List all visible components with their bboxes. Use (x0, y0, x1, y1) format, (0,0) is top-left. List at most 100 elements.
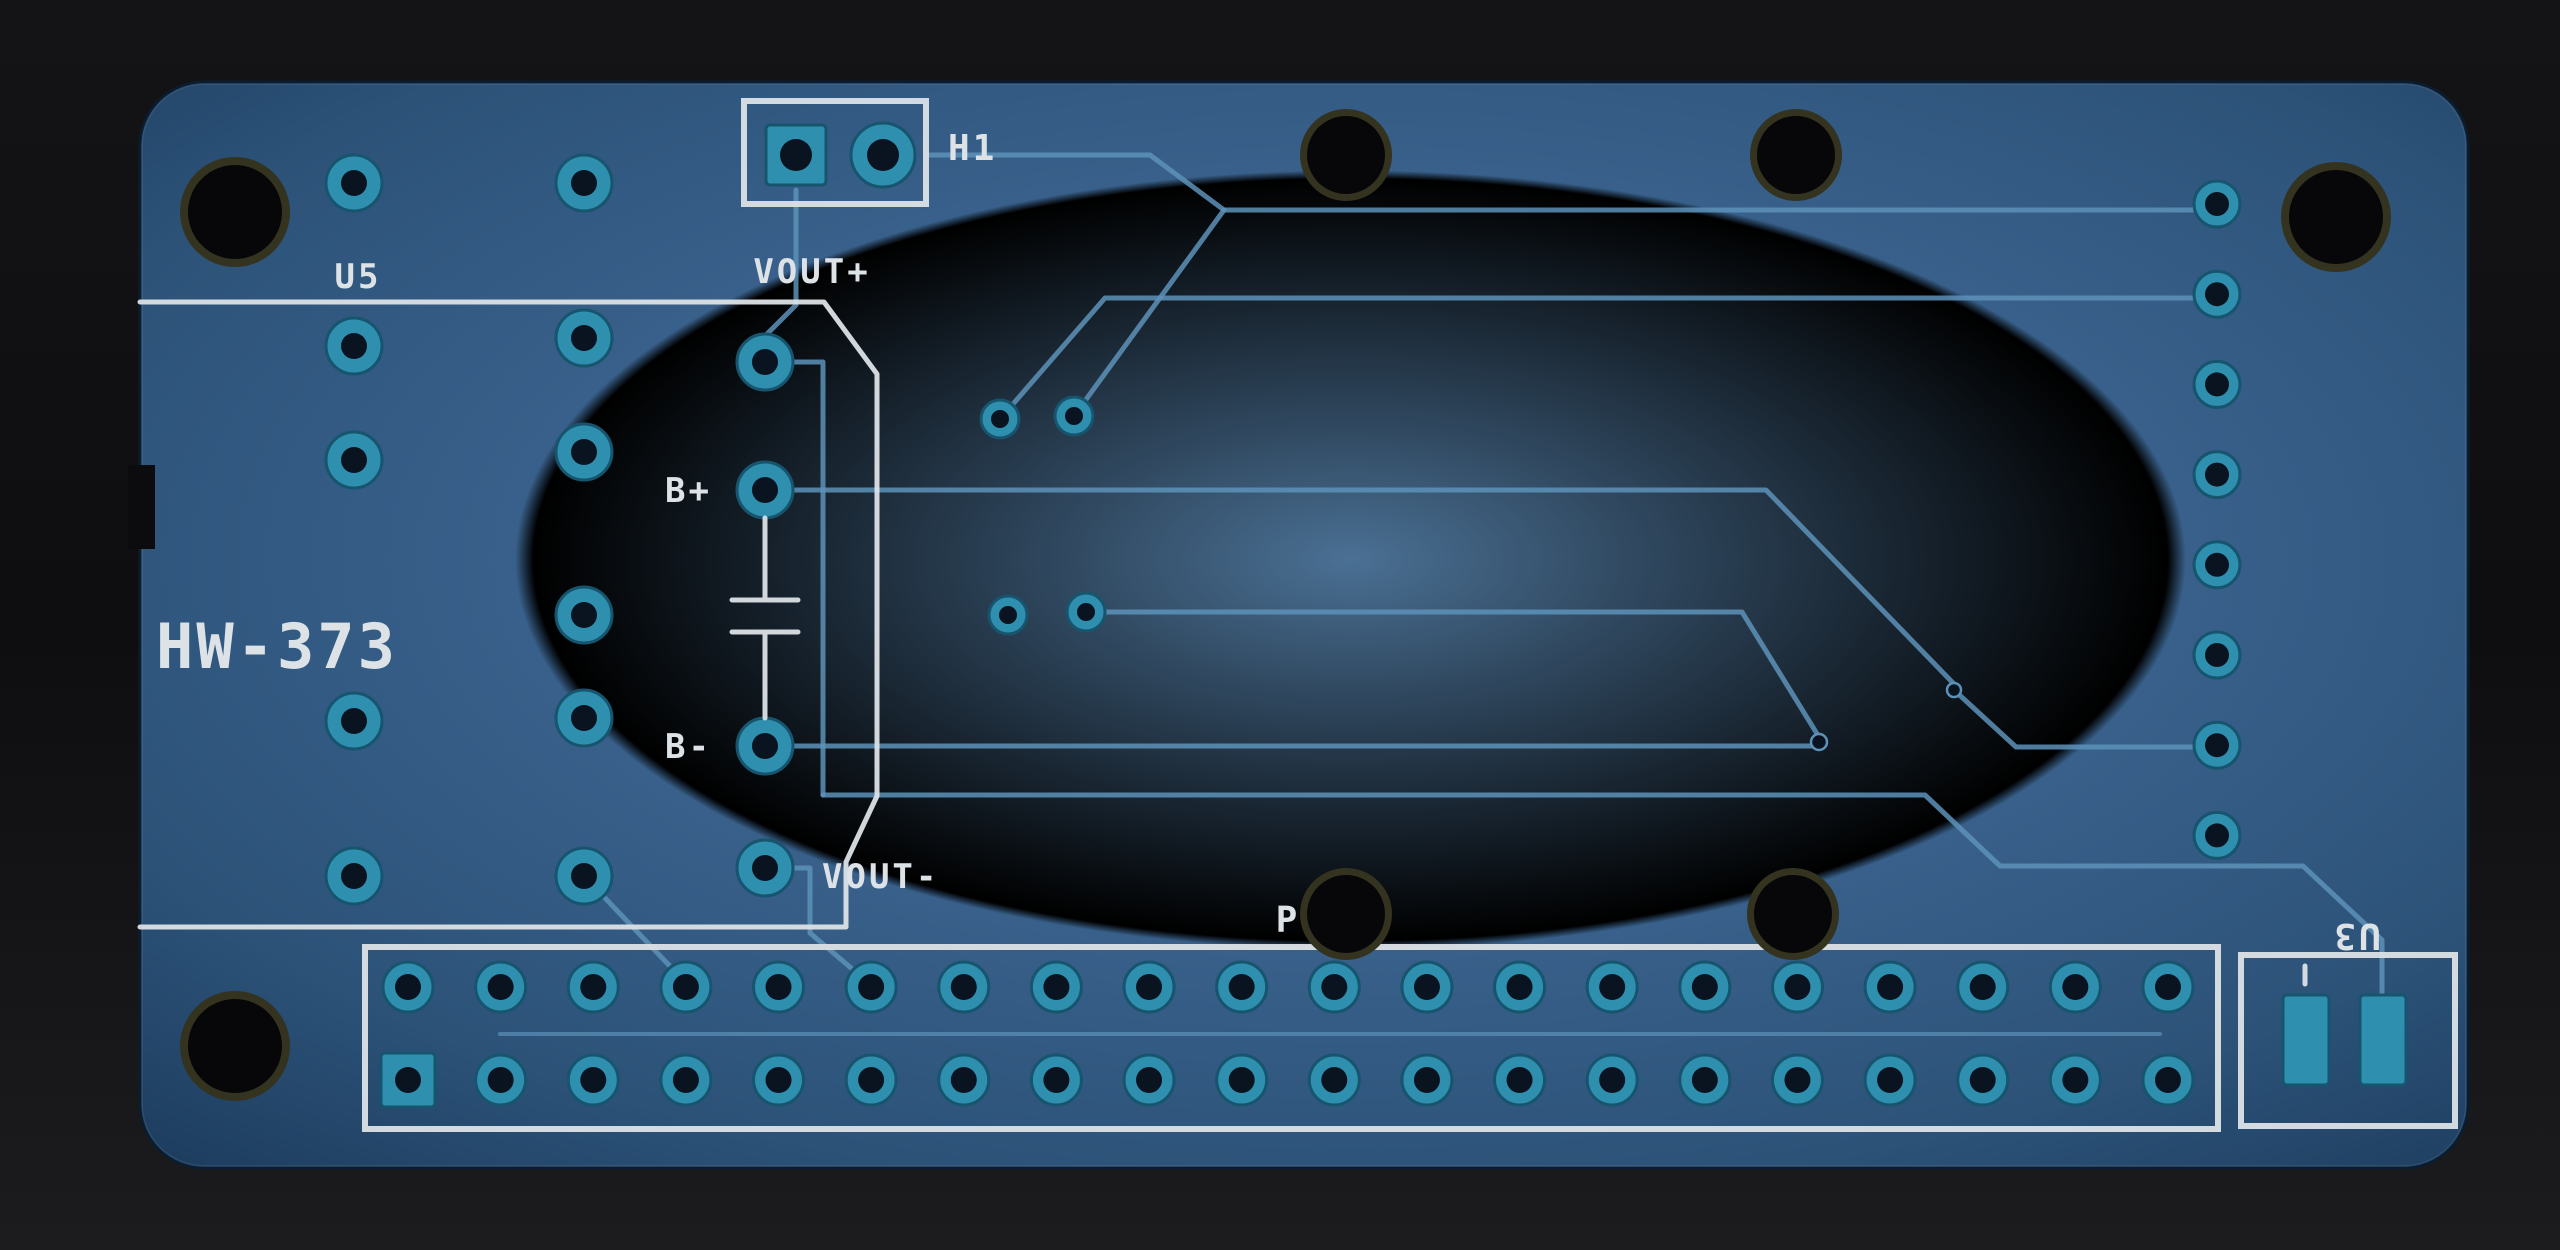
drill-hole (580, 1067, 607, 1093)
drill-hole (571, 170, 597, 196)
drill-hole (487, 974, 514, 1000)
drill-hole (672, 1067, 699, 1093)
drill-hole (752, 733, 778, 759)
drill-hole (1969, 974, 1996, 1000)
drill-hole (752, 477, 778, 503)
drill-hole (1077, 603, 1095, 621)
drill-hole (1136, 974, 1163, 1000)
drill-hole (1065, 407, 1083, 425)
drill-hole (950, 974, 977, 1000)
via (1945, 681, 1963, 699)
drill-hole (487, 1067, 514, 1093)
drill-hole (571, 439, 597, 465)
label-p: P (1276, 900, 1301, 941)
drill-hole (395, 1067, 421, 1093)
drill-hole (395, 974, 421, 1000)
drill-hole (2205, 643, 2229, 667)
drill-hole (672, 974, 699, 1000)
drill-hole (1413, 974, 1440, 1000)
drill-hole (341, 863, 367, 889)
drill-hole (1043, 1067, 1070, 1093)
label-vout-minus: VOUT- (822, 857, 939, 897)
drill-hole (765, 974, 792, 1000)
via (1809, 732, 1829, 752)
drill-hole-large (1307, 116, 1385, 194)
drill-hole-large (1757, 116, 1835, 194)
label-b-minus: B- (665, 727, 712, 767)
drill-hole (1691, 974, 1718, 1000)
vias (1809, 681, 1963, 752)
drill-hole (752, 349, 778, 375)
drill-hole (1506, 1067, 1533, 1093)
drill-hole (2062, 974, 2089, 1000)
drill-hole (1228, 974, 1255, 1000)
label-u5: U5 (335, 257, 382, 297)
drill-hole (2205, 733, 2229, 758)
u3-pad (2358, 993, 2408, 1087)
h1-connector-outline (741, 98, 929, 207)
label-b-plus: B+ (665, 471, 712, 511)
drill-hole (341, 708, 367, 734)
drill-hole-large (1754, 875, 1832, 953)
battery-symbol (729, 515, 801, 721)
pcb-board (138, 80, 2470, 1170)
copper-trace (1951, 687, 2220, 750)
u5-component-outline (137, 299, 880, 930)
drill-hole-large (1307, 875, 1385, 953)
drill-hole (341, 333, 367, 359)
drill-hole (991, 410, 1009, 428)
drill-hole (1136, 1067, 1163, 1093)
drill-hole (2205, 372, 2229, 397)
drill-hole (571, 325, 597, 351)
drill-holes (180, 109, 2391, 1101)
drill-hole (780, 139, 812, 171)
drill-hole (1506, 974, 1533, 1000)
drill-hole (571, 602, 597, 628)
drill-hole (571, 705, 597, 731)
label-h1: H1 (948, 128, 997, 169)
drill-hole (999, 606, 1017, 624)
drill-hole (765, 1067, 792, 1093)
drill-hole (1784, 1067, 1811, 1093)
drill-hole (867, 139, 899, 171)
drill-hole (2062, 1067, 2089, 1093)
drill-hole (1877, 974, 1904, 1000)
p-header-outline (362, 944, 2221, 1132)
mounting-hole (188, 165, 282, 259)
silkscreen (137, 98, 2458, 1132)
drill-hole (2205, 192, 2229, 216)
drill-hole (2205, 282, 2229, 307)
pads (324, 121, 2408, 1109)
drill-hole (2154, 974, 2181, 1000)
drill-hole (858, 1067, 885, 1093)
drill-hole (1877, 1067, 1904, 1093)
label-vout-plus: VOUT+ (753, 252, 870, 292)
drill-hole (341, 447, 367, 473)
drill-hole (2154, 1067, 2181, 1093)
drill-hole (1691, 1067, 1718, 1093)
copper-trace (1083, 609, 1822, 740)
drill-hole (858, 974, 885, 1000)
drill-hole (752, 855, 778, 881)
drill-hole (341, 170, 367, 196)
copper-traces (498, 152, 2385, 1036)
drill-hole (1599, 974, 1626, 1000)
drill-hole (1413, 1067, 1440, 1093)
u3-connector-outline (2238, 952, 2458, 1129)
copper-trace (790, 487, 1957, 687)
drill-hole (1321, 1067, 1348, 1093)
drill-hole (950, 1067, 977, 1093)
u3-pad (2281, 993, 2331, 1087)
drill-hole (2205, 462, 2229, 487)
label-u3: U3 (2331, 915, 2380, 956)
mounting-hole (2289, 170, 2383, 264)
drill-hole (1599, 1067, 1626, 1093)
drill-hole (1043, 974, 1070, 1000)
drill-hole (580, 974, 607, 1000)
copper-trace (820, 792, 2385, 998)
copper-trace (923, 152, 1227, 213)
drill-hole (1969, 1067, 1996, 1093)
drill-hole (1321, 974, 1348, 1000)
